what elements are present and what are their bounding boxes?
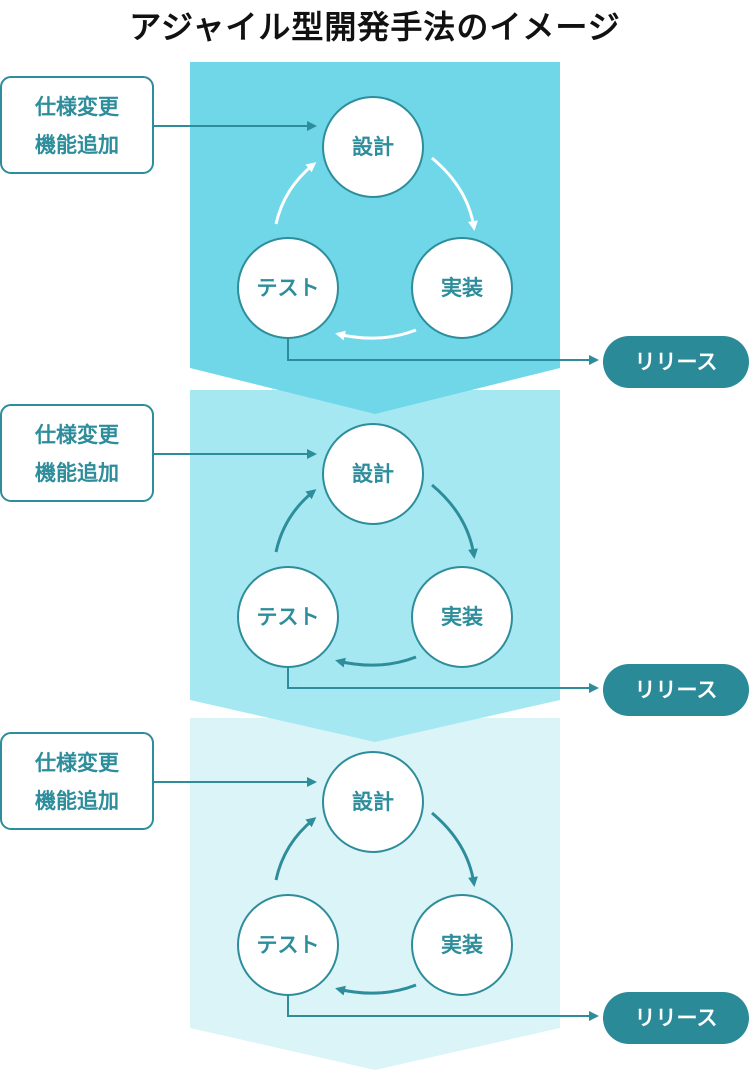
cycle-arrow-implement-to-test	[335, 983, 417, 996]
node-implement: 実装	[411, 894, 513, 996]
iteration-2: 仕様変更 機能追加 設計 実装 テスト リリース	[0, 404, 749, 716]
input-label-line1: 仕様変更	[34, 751, 120, 775]
input-box: 仕様変更 機能追加	[0, 76, 154, 174]
node-test-label: テスト	[257, 605, 320, 629]
node-design: 設計	[322, 423, 424, 525]
node-design: 設計	[322, 96, 424, 198]
node-design: 設計	[322, 751, 424, 853]
cycle-arrow-design-to-implement	[431, 156, 478, 231]
release-label: リリース	[635, 1006, 718, 1030]
input-label-line1: 仕様変更	[34, 95, 120, 119]
node-implement-label: 実装	[441, 276, 483, 300]
node-test-label: テスト	[257, 933, 320, 957]
iteration-3: 仕様変更 機能追加 設計 実装 テスト リリース	[0, 732, 749, 1044]
cycle-arrow-test-to-design	[274, 489, 317, 553]
node-test: テスト	[237, 566, 339, 668]
input-box: 仕様変更 機能追加	[0, 732, 154, 830]
input-label-line2: 機能追加	[35, 133, 119, 157]
node-implement: 実装	[411, 237, 513, 339]
cycle-arrow-test-to-design	[274, 817, 317, 881]
cycle-arrow-design-to-implement	[431, 811, 478, 887]
input-label-line2: 機能追加	[35, 461, 119, 485]
node-design-label: 設計	[352, 790, 394, 814]
node-test-label: テスト	[257, 276, 320, 300]
iteration-1: 仕様変更 機能追加 設計 実装 テスト リリース	[0, 76, 749, 388]
cycle-arrow-test-to-design	[274, 162, 317, 225]
release-pill: リリース	[603, 992, 749, 1044]
cycle-arrow-implement-to-test	[335, 328, 417, 341]
node-implement: 実装	[411, 566, 513, 668]
node-design-label: 設計	[352, 135, 394, 159]
node-design-label: 設計	[352, 462, 394, 486]
release-label: リリース	[635, 350, 718, 374]
release-arrow	[287, 995, 599, 1021]
node-implement-label: 実装	[441, 933, 483, 957]
page-title: アジャイル型開発手法のイメージ	[129, 8, 621, 46]
input-label-line1: 仕様変更	[34, 423, 120, 447]
cycle-arrow-design-to-implement	[431, 483, 478, 559]
node-implement-label: 実装	[441, 605, 483, 629]
release-pill: リリース	[603, 336, 749, 388]
node-test: テスト	[237, 237, 339, 339]
input-box: 仕様変更 機能追加	[0, 404, 154, 502]
input-label-line2: 機能追加	[35, 789, 119, 813]
node-test: テスト	[237, 894, 339, 996]
release-pill: リリース	[603, 664, 749, 716]
release-arrow	[287, 667, 599, 693]
cycle-arrow-implement-to-test	[335, 655, 417, 668]
release-arrow	[287, 338, 599, 365]
release-label: リリース	[635, 678, 718, 702]
